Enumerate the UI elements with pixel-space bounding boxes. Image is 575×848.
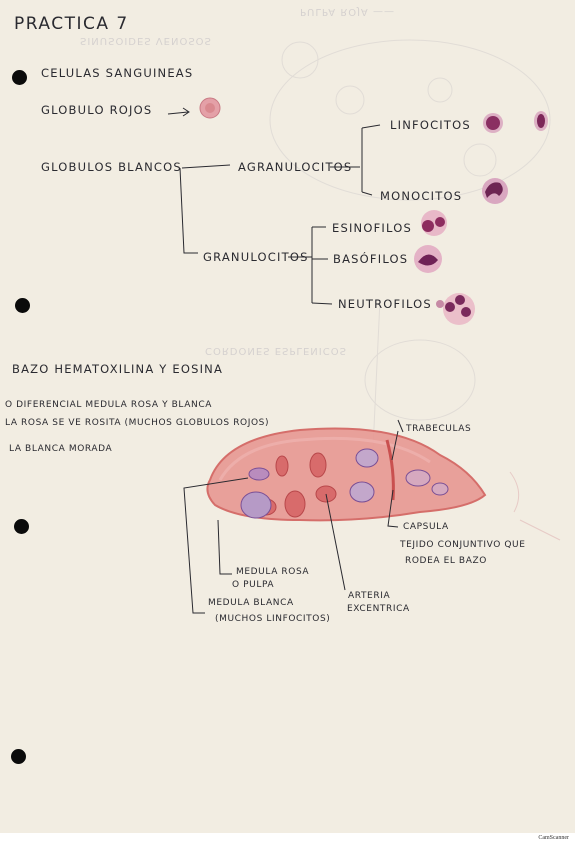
binder-hole bbox=[12, 70, 27, 85]
binder-hole bbox=[14, 519, 29, 534]
label-white-pulp: MEDULA BLANCA bbox=[208, 598, 294, 608]
section-heading-blood-cells: CELULAS SANGUINEAS bbox=[41, 66, 194, 80]
arrow-agranulocitos bbox=[181, 164, 231, 169]
label-red-pulp-2: O PULPA bbox=[232, 580, 275, 590]
label-granulocytes: GRANULOCITOS bbox=[203, 250, 309, 264]
white-pulp-nodule bbox=[248, 467, 270, 481]
white-pulp-nodule bbox=[349, 481, 375, 503]
spleen-leader-lines bbox=[183, 419, 404, 614]
page-title: PRACTICA 7 bbox=[14, 14, 129, 34]
branch-granulocitos-sub bbox=[288, 227, 313, 303]
eosinophil-nucleus bbox=[435, 217, 445, 227]
label-monocytes: MONOCITOS bbox=[380, 189, 463, 203]
label-artery: ARTERIA bbox=[348, 591, 391, 601]
neutrophil-cell bbox=[443, 293, 475, 325]
label-white-pulp-2: (MUCHOS LINFOCITOS) bbox=[215, 614, 331, 624]
lymphocyte-nucleus bbox=[486, 116, 500, 130]
label-capsula: CAPSULA bbox=[403, 522, 449, 532]
eosinophil-nucleus bbox=[422, 220, 434, 232]
monocyte-nucleus bbox=[485, 182, 503, 198]
label-neutrophils: NEUTROFILOS bbox=[338, 297, 432, 311]
red-blood-cell-center bbox=[205, 103, 215, 113]
branch-agranulocitos bbox=[330, 128, 363, 192]
tree-connectors bbox=[167, 107, 381, 305]
label-red-blood-cells: GLOBULO ROJOS bbox=[41, 103, 153, 117]
label-red-pulp: MEDULA ROSA bbox=[236, 567, 310, 577]
spleen-drawing bbox=[206, 427, 487, 522]
trabecula bbox=[385, 439, 395, 501]
binder-hole bbox=[11, 749, 26, 764]
branch-granulocitos bbox=[179, 167, 198, 254]
label-eosinophils: ESINOFILOS bbox=[332, 221, 412, 235]
white-pulp-nodule bbox=[431, 482, 449, 496]
white-pulp-nodule bbox=[240, 491, 272, 519]
label-basophils: BASÓFILOS bbox=[333, 252, 409, 266]
red-pulp-nodule bbox=[275, 455, 289, 477]
binder-hole bbox=[15, 298, 30, 313]
note-differential: O DIFERENCIAL MEDULA ROSA Y BLANCA bbox=[5, 400, 212, 410]
label-connective-tissue-2: RODEA EL BAZO bbox=[405, 556, 487, 566]
scanner-badge: CamScanner bbox=[538, 835, 569, 841]
note-pink-pulp: LA ROSA SE VE ROSITA (MUCHOS GLOBULOS RO… bbox=[5, 418, 270, 428]
white-pulp-nodule bbox=[355, 448, 379, 468]
bottom-strip bbox=[0, 833, 575, 848]
white-pulp-nodule bbox=[405, 469, 431, 487]
label-lymphocytes: LINFOCITOS bbox=[390, 118, 471, 132]
label-trabeculas: TRABECULAS bbox=[406, 424, 472, 434]
red-pulp-nodule bbox=[309, 452, 327, 478]
label-artery-2: EXCENTRICA bbox=[347, 604, 410, 614]
branch-lines bbox=[361, 124, 381, 196]
note-white-pulp: LA BLANCA MORADA bbox=[9, 444, 113, 454]
label-connective-tissue: TEJIDO CONJUNTIVO QUE bbox=[400, 540, 526, 550]
label-white-blood-cells: GLOBULOS BLANCOS bbox=[41, 160, 182, 174]
arrow-head bbox=[182, 107, 190, 117]
small-cell bbox=[436, 300, 444, 308]
red-pulp-nodule bbox=[284, 490, 306, 518]
section-heading-spleen: BAZO HEMATOXILINA Y EOSINA bbox=[12, 362, 224, 376]
basophil-granules bbox=[418, 254, 438, 266]
label-agranulocytes: AGRANULOCITOS bbox=[238, 160, 353, 174]
arrow-red-cells bbox=[167, 111, 189, 115]
spleen-outline bbox=[206, 427, 487, 522]
lymphocyte-nucleus bbox=[537, 114, 545, 128]
branch-lines bbox=[311, 226, 333, 305]
